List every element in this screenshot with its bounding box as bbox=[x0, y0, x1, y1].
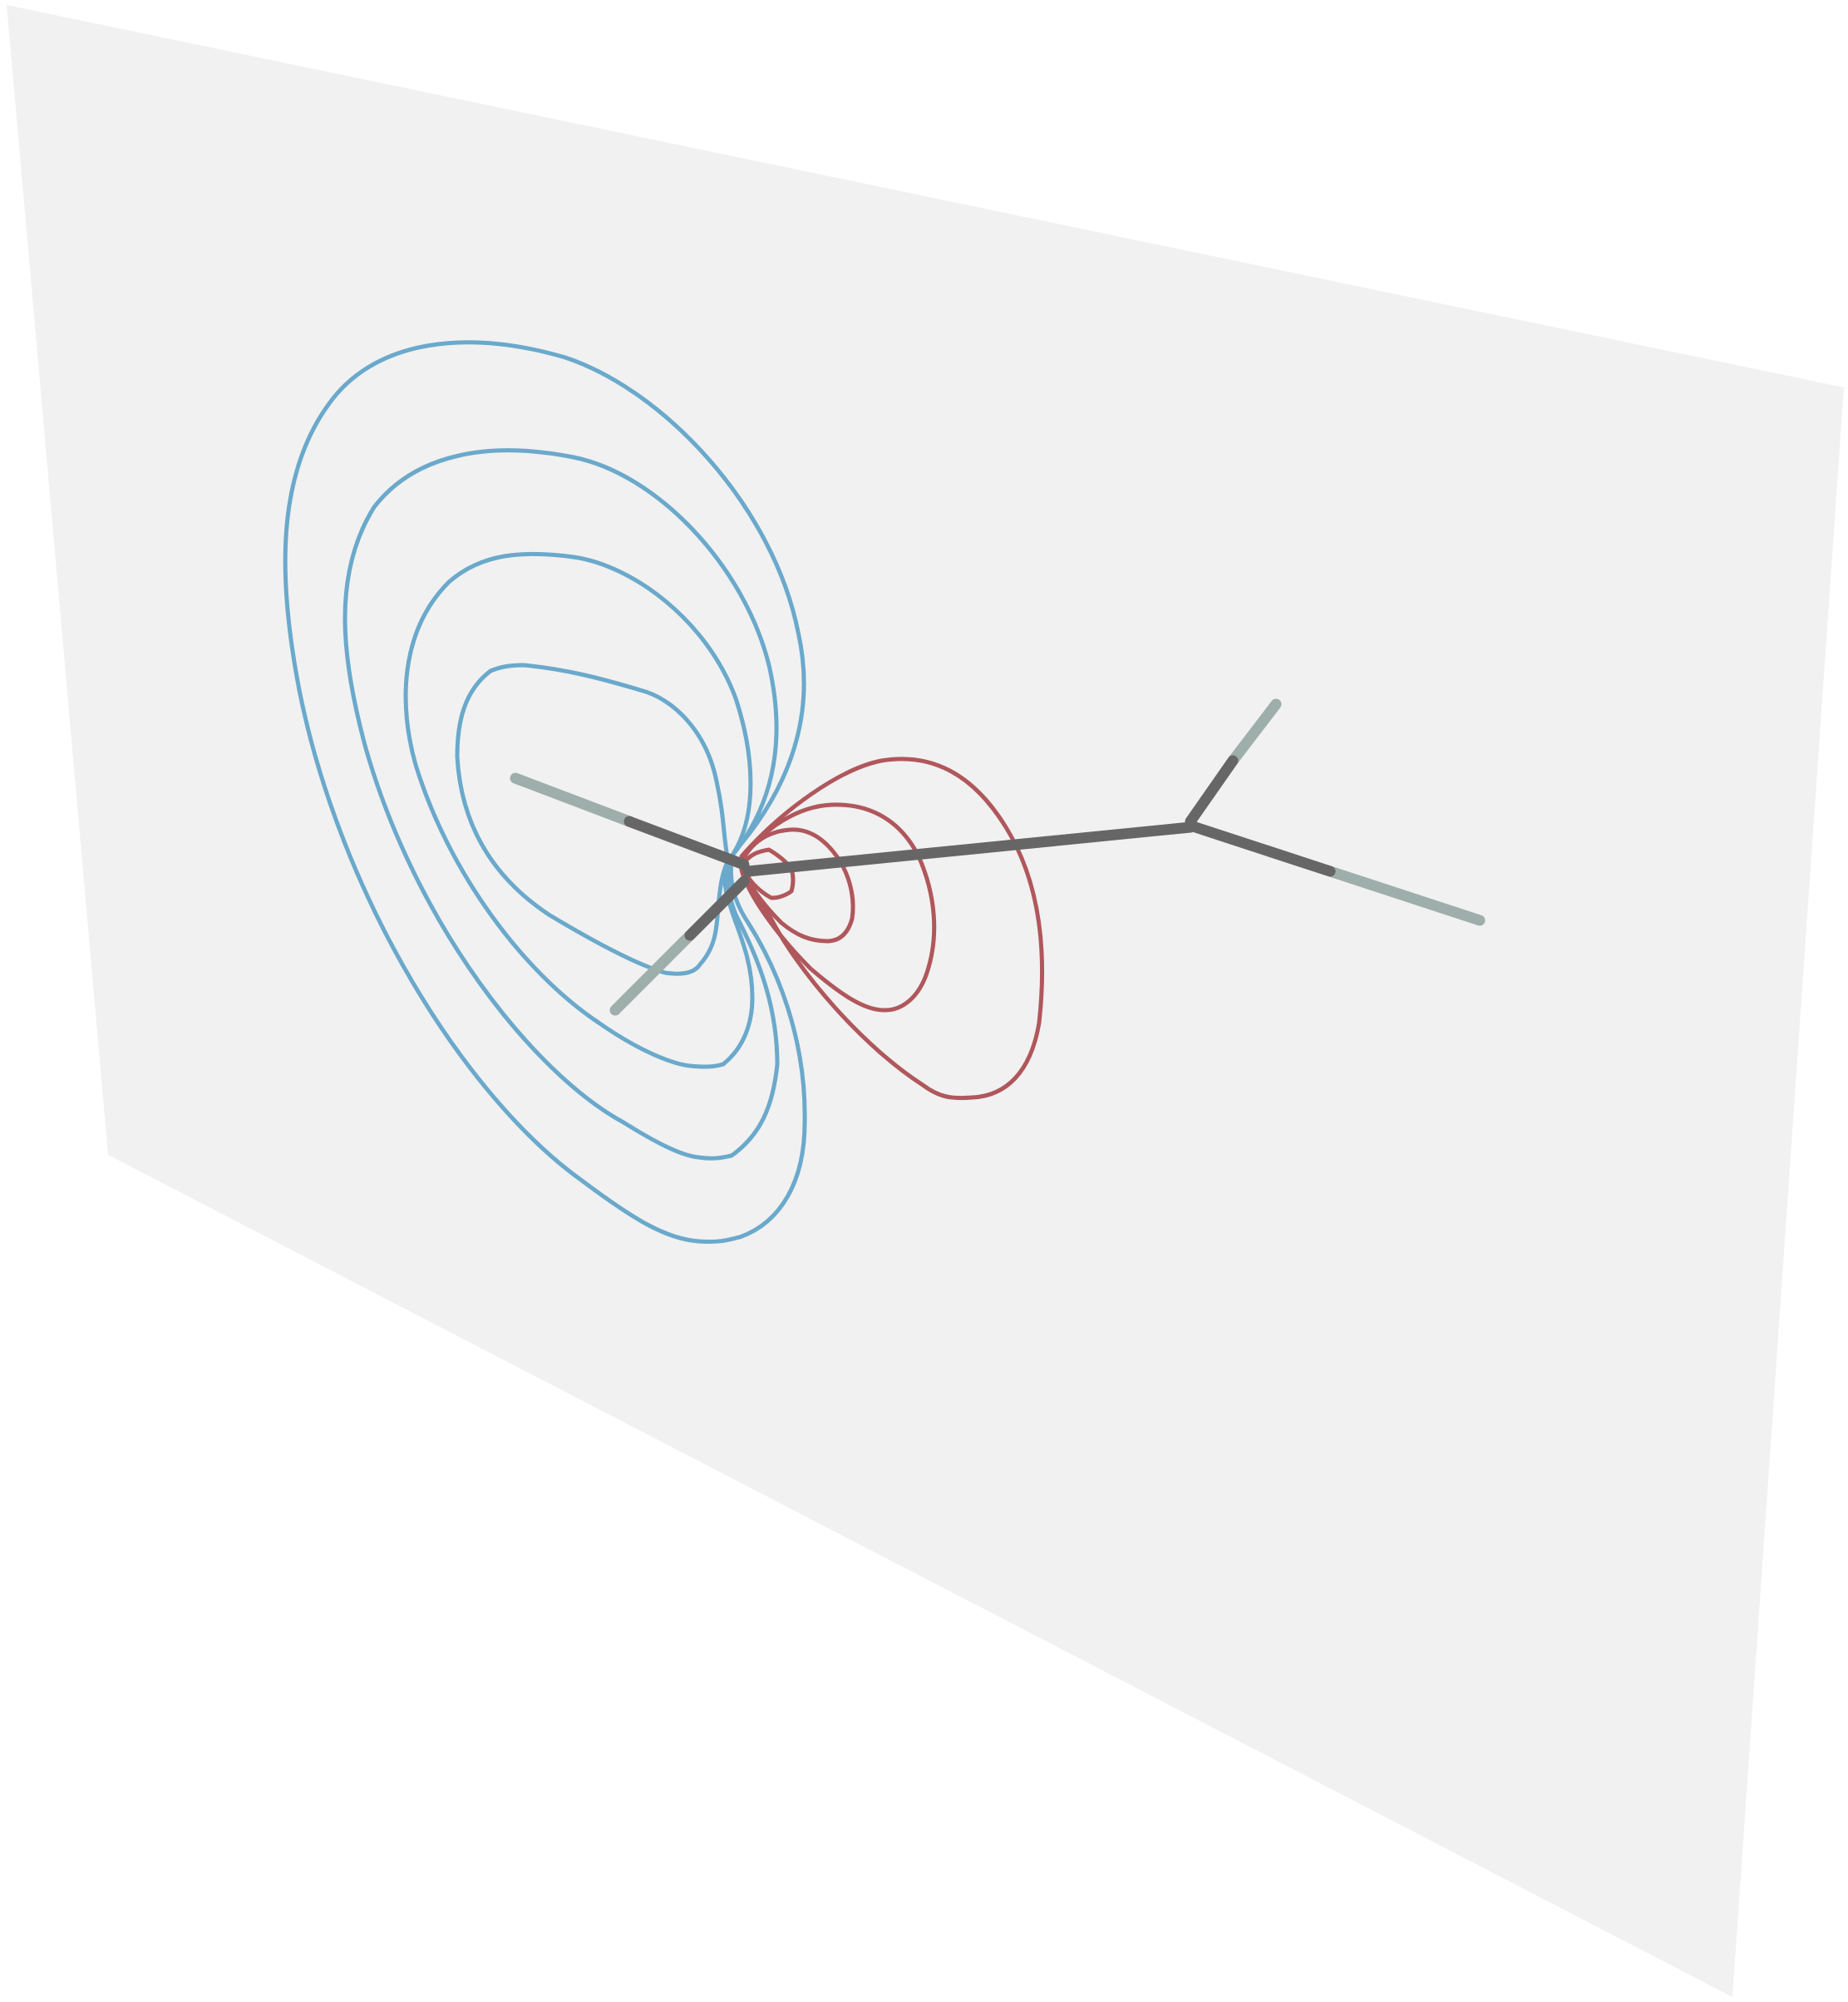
negative-contour-inner bbox=[742, 847, 796, 900]
positive-contour-3 bbox=[403, 551, 755, 1069]
negative-contour-3 bbox=[740, 827, 855, 944]
bond-h2-light bbox=[609, 930, 696, 1016]
bond-h2-dark bbox=[684, 875, 750, 941]
negative-contour-outer bbox=[739, 757, 1045, 1101]
bond-cc bbox=[742, 821, 1196, 877]
negative-lobe-contours bbox=[738, 757, 1045, 1101]
positive-lobe-contours bbox=[283, 340, 807, 1244]
bond-h4-light bbox=[1324, 865, 1486, 926]
bond-h1-light bbox=[510, 772, 635, 827]
bond-h3-light bbox=[1227, 698, 1282, 767]
bond-h1-dark bbox=[623, 816, 750, 870]
positive-contour-inner bbox=[455, 663, 731, 976]
positive-contour-2 bbox=[342, 448, 780, 1161]
negative-contour-2 bbox=[738, 802, 937, 1013]
bond-h4-dark bbox=[1185, 820, 1336, 877]
bond-h3-dark bbox=[1185, 755, 1239, 827]
projection-plane bbox=[7, 5, 1844, 1997]
positive-contour-outer bbox=[283, 340, 807, 1244]
molecule-skeleton bbox=[510, 698, 1486, 1016]
